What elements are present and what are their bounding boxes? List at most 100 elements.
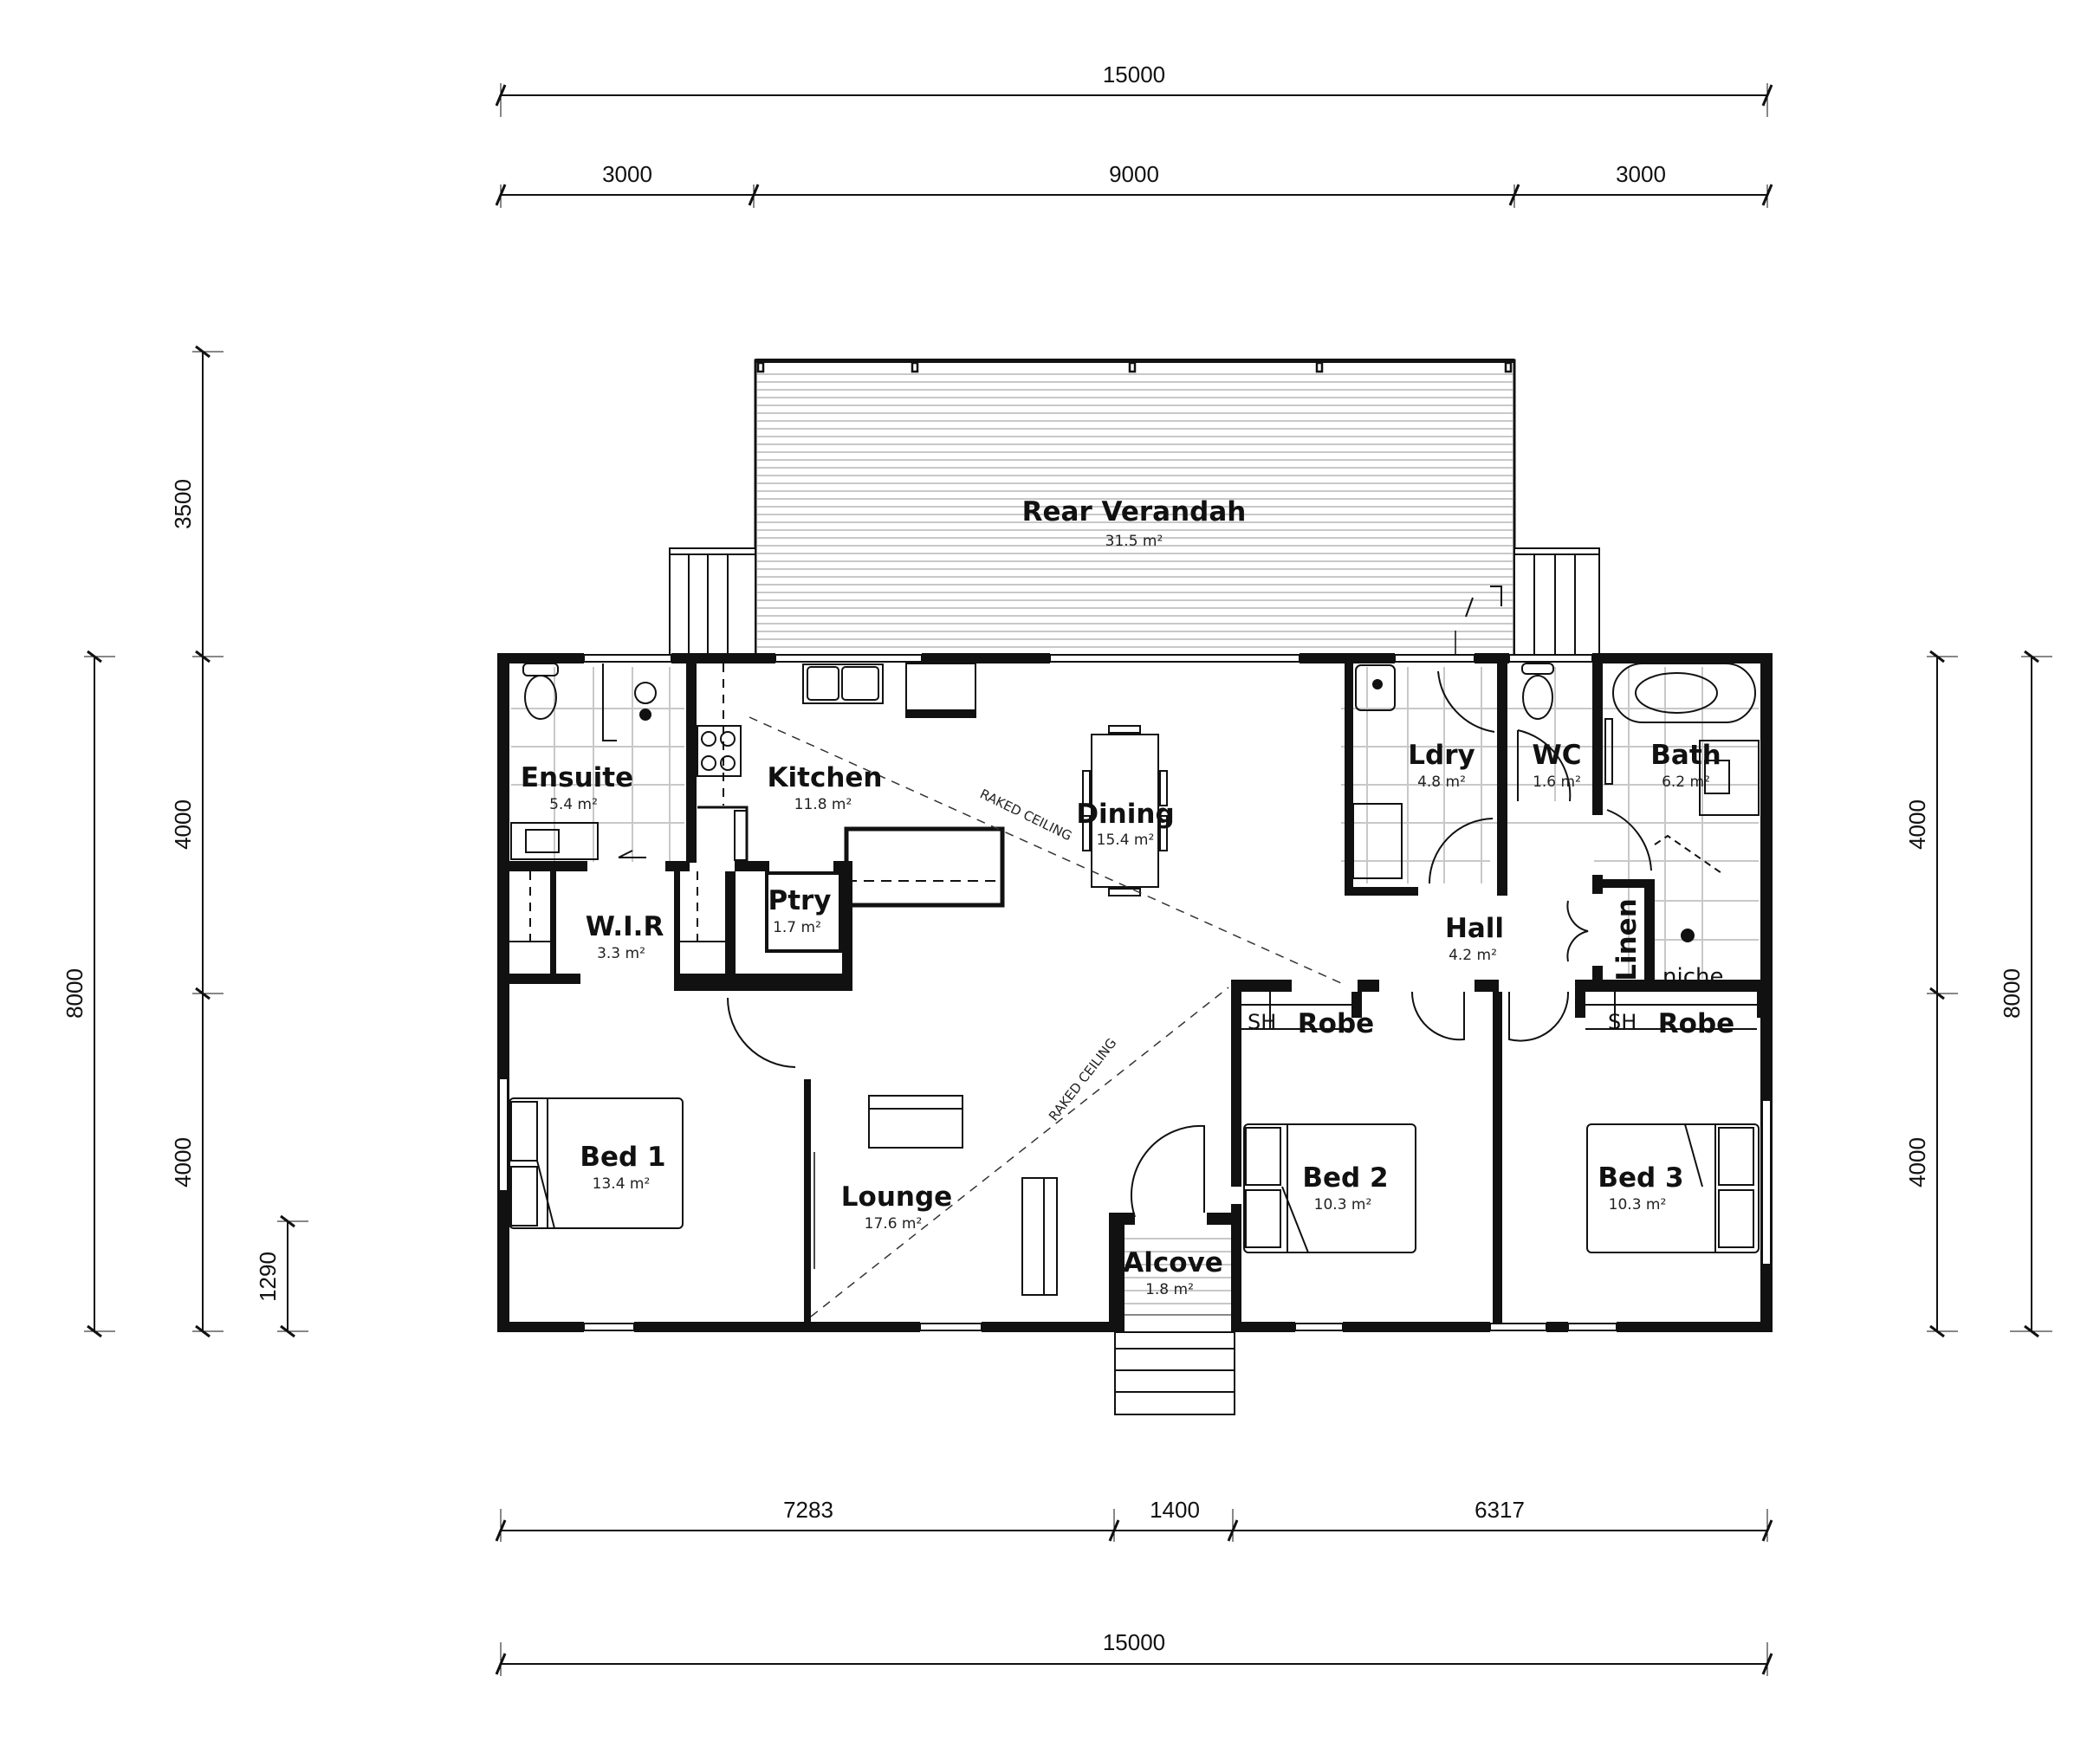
- rear-door-swing: [1455, 586, 1502, 658]
- room-name-ldry: Ldry: [1408, 740, 1475, 771]
- dim-left-seg-3: 4000: [170, 1137, 196, 1188]
- dimension-left-overall: 8000: [62, 650, 115, 1338]
- verandah-steps-left: [669, 547, 756, 659]
- room-area-bed2: 10.3 m²: [1314, 1196, 1372, 1214]
- bed1-furniture: [509, 1097, 684, 1229]
- linen-doors: [1566, 900, 1589, 962]
- ensuite-fixtures: [510, 663, 657, 860]
- dim-bottom-seg-1: 7283: [783, 1497, 833, 1523]
- bed3-furniture: [1586, 1123, 1760, 1253]
- room-area-kitchen: 11.8 m²: [794, 796, 852, 813]
- dim-left-seg-1: 3500: [170, 479, 196, 529]
- room-name-wir: W.I.R: [586, 911, 664, 942]
- bath-fixtures: [1604, 663, 1760, 942]
- room-area-dining: 15.4 m²: [1097, 832, 1155, 849]
- dim-top-seg-3: 3000: [1616, 161, 1666, 187]
- toilet-icon: [524, 675, 557, 720]
- robe3-sh-label: SH: [1608, 1010, 1637, 1034]
- room-name-robe-bed3: Robe: [1658, 1008, 1734, 1039]
- room-area-rear-verandah: 31.5 m²: [1105, 533, 1163, 550]
- lounge-furniture: [813, 1095, 1058, 1296]
- room-name-linen: Linen: [1611, 898, 1643, 981]
- dim-left-seg-2: 4000: [170, 799, 196, 850]
- room-area-lounge: 17.6 m²: [865, 1215, 923, 1233]
- sofa-icon: [868, 1095, 963, 1149]
- room-area-alcove: 1.8 m²: [1145, 1281, 1194, 1298]
- dim-top-seg-2: 9000: [1109, 161, 1159, 187]
- dim-bottom-overall-label: 15000: [1103, 1629, 1165, 1655]
- ldry-fixtures: [1352, 664, 1495, 884]
- dim-top-overall-label: 15000: [1103, 61, 1165, 87]
- rear-verandah: Rear Verandah 31.5 m²: [754, 359, 1516, 660]
- wc-fixtures: [1517, 663, 1572, 802]
- robes: [1241, 992, 1757, 1030]
- room-name-bed2: Bed 2: [1302, 1162, 1388, 1194]
- robe2-sh-label: SH: [1248, 1010, 1276, 1034]
- raked-ceiling-label-2: RAKED CEILING: [1046, 1035, 1119, 1123]
- windows: [498, 654, 1772, 1331]
- dim-bottom-seg-3: 6317: [1475, 1497, 1525, 1523]
- dimension-bottom-overall: 15000: [495, 1629, 1773, 1676]
- ptry-shelves: [765, 871, 842, 953]
- sink-icon: [802, 663, 884, 704]
- room-area-bed1: 13.4 m²: [593, 1175, 651, 1193]
- front-steps: [1114, 1331, 1235, 1415]
- tub-icon: [1355, 664, 1396, 711]
- room-name-kitchen: Kitchen: [767, 762, 882, 793]
- dining-table: [1082, 725, 1168, 896]
- dimension-right-segments: 4000 4000: [1904, 650, 1958, 1338]
- room-area-hall: 4.2 m²: [1449, 947, 1497, 964]
- room-name-rear-verandah: Rear Verandah: [1022, 496, 1247, 527]
- room-labels: Ensuite 5.4 m² Kitchen 11.8 m² Dining 15…: [521, 740, 1734, 1298]
- hall-door-swings: [1410, 991, 1570, 1042]
- cooktop-icon: [697, 725, 742, 777]
- dimension-bottom-segments: 7283 1400 6317: [495, 1497, 1773, 1542]
- kitchen-fixtures: [697, 663, 1005, 908]
- dimension-top-segments: 3000 9000 3000: [495, 161, 1773, 208]
- basin-icon: [1704, 760, 1730, 794]
- room-area-ldry: 4.8 m²: [1417, 773, 1466, 791]
- dimension-left-segments: 3500 4000 4000: [170, 345, 224, 1338]
- dim-bottom-seg-2: 1400: [1150, 1497, 1200, 1523]
- room-name-robe-bed2: Robe: [1298, 1008, 1374, 1039]
- dim-right-overall-label: 8000: [1999, 968, 2025, 1019]
- room-name-wc: WC: [1533, 740, 1582, 771]
- basin-icon: [525, 829, 560, 853]
- verandah-steps-right: [1513, 547, 1600, 659]
- room-area-bed3: 10.3 m²: [1609, 1196, 1667, 1214]
- room-name-alcove: Alcove: [1123, 1247, 1223, 1278]
- room-area-ensuite: 5.4 m²: [549, 796, 598, 813]
- room-area-ptry: 1.7 m²: [773, 919, 821, 936]
- alcove-door-swing: [1131, 1124, 1205, 1218]
- alcove-deck-lines: [1125, 1238, 1231, 1316]
- dim-right-seg-1: 4000: [1904, 799, 1930, 850]
- room-name-lounge: Lounge: [841, 1181, 952, 1213]
- room-name-bed1: Bed 1: [580, 1142, 665, 1173]
- dim-top-seg-1: 3000: [602, 161, 652, 187]
- room-name-ensuite: Ensuite: [521, 762, 633, 793]
- room-name-bath: Bath: [1650, 740, 1721, 771]
- bed2-furniture: [1243, 1123, 1416, 1253]
- raked-ceiling-label-1: RAKED CEILING: [977, 786, 1074, 844]
- room-name-dining: Dining: [1076, 799, 1174, 830]
- wir-shelves: [509, 871, 725, 942]
- room-name-ptry: Ptry: [768, 885, 831, 916]
- bathtub-icon: [1612, 663, 1756, 723]
- room-name-bed3: Bed 3: [1598, 1162, 1683, 1194]
- niche-label: niche: [1662, 964, 1723, 990]
- room-name-hall: Hall: [1445, 913, 1504, 944]
- toilet-icon: [1522, 675, 1553, 720]
- dim-right-seg-2: 4000: [1904, 1137, 1930, 1188]
- room-area-wir: 3.3 m²: [597, 945, 645, 962]
- dimension-top-overall: 15000: [495, 61, 1773, 117]
- kitchen-island: [844, 826, 1005, 908]
- sofa-icon: [1021, 1177, 1058, 1296]
- room-area-wc: 1.6 m²: [1533, 773, 1581, 791]
- dim-left-overall-label: 8000: [62, 968, 88, 1019]
- shower-icon: [634, 682, 657, 704]
- dimension-left-step: 1290: [255, 1214, 308, 1338]
- verandah-posts: [756, 361, 1513, 373]
- dim-left-step-label: 1290: [255, 1252, 281, 1302]
- ldry-wc-bath-tile-grid: [1341, 667, 1759, 979]
